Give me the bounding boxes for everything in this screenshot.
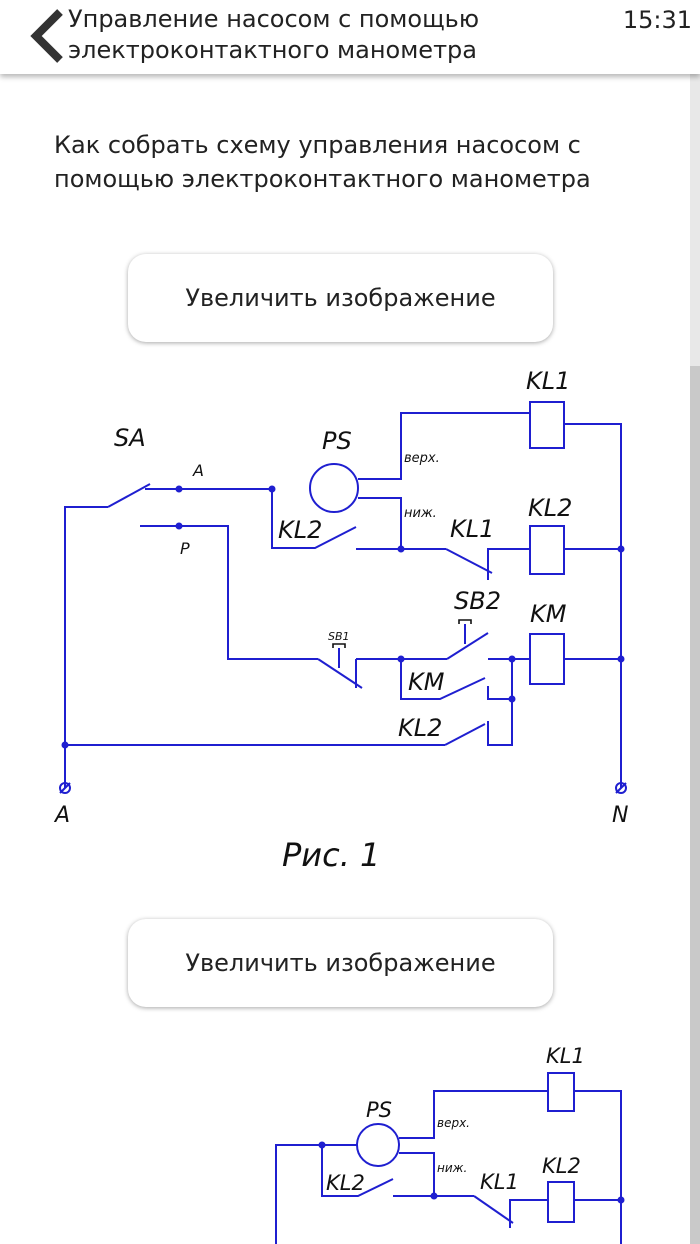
label-km-coil: KM xyxy=(530,600,567,628)
label-sa: SA xyxy=(114,424,146,452)
title-line-2: электроконтактного манометра xyxy=(68,36,477,64)
label-auto: А xyxy=(192,461,204,480)
status-clock: 15:31 xyxy=(622,6,692,34)
fig2-label-upper: верх. xyxy=(437,1116,470,1130)
fig2-label-ps: PS xyxy=(366,1098,392,1122)
label-terminal-a: A xyxy=(53,803,70,828)
scrollbar-thumb[interactable] xyxy=(690,366,700,1244)
label-ps: PS xyxy=(322,427,352,455)
zoom-image-button-1[interactable]: Увеличить изображение xyxy=(128,254,553,342)
fig2-label-kl1-contact: KL1 xyxy=(480,1170,519,1194)
label-kl1-contact: KL1 xyxy=(450,515,494,543)
diagram-2-wires xyxy=(275,1072,622,1244)
fig2-label-kl2-coil: KL2 xyxy=(542,1154,581,1178)
label-sb1: SB1 xyxy=(328,630,350,643)
fig2-label-lower: ниж. xyxy=(437,1161,467,1175)
label-km-contact: KM xyxy=(408,668,445,696)
fig2-label-kl2-contact: KL2 xyxy=(326,1171,365,1195)
diagram-2-junctions xyxy=(318,1141,625,1204)
label-kl2-lower-contact: KL2 xyxy=(398,714,442,742)
title-line-1: Управление насосом с помощью xyxy=(68,5,480,33)
label-sb2: SB2 xyxy=(454,587,501,615)
circuit-diagram-1[interactable]: SA А Р PS верх. ниж. KL1 KL2 KL2 KL1 SB1… xyxy=(0,0,690,880)
figure-1-caption: Рис. 1 xyxy=(282,836,380,874)
diagram-1-button-caps xyxy=(332,619,472,648)
label-kl2-contact: KL2 xyxy=(278,516,322,544)
page-title: Управление насосом с помощью электроконт… xyxy=(68,4,588,66)
diagram-1-junctions xyxy=(61,485,625,749)
label-kl1-coil: KL1 xyxy=(526,367,570,395)
label-kl2-coil: KL2 xyxy=(528,494,572,522)
back-button[interactable] xyxy=(26,6,70,66)
intro-text: Как собрать схему управления насосом с п… xyxy=(54,131,591,193)
app-header: Управление насосом с помощью электроконт… xyxy=(0,0,700,74)
label-manual: Р xyxy=(180,539,190,558)
zoom-image-button-2[interactable]: Увеличить изображение xyxy=(128,919,553,1007)
label-lower: ниж. xyxy=(404,506,437,521)
chevron-left-icon xyxy=(30,9,63,63)
fig2-label-kl1-coil: KL1 xyxy=(546,1044,585,1068)
label-terminal-n: N xyxy=(612,803,628,828)
label-upper: верх. xyxy=(404,451,440,466)
